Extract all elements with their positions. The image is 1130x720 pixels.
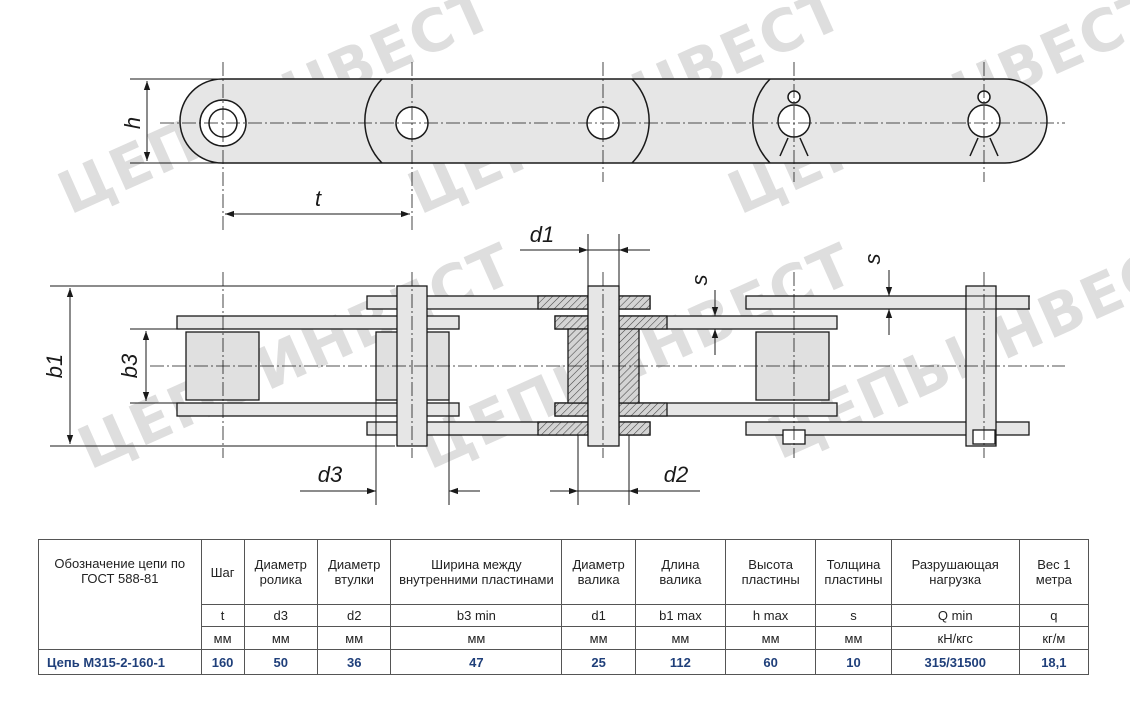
section-inner-plate-bottom-right (618, 402, 668, 417)
value-cell: 112 (634, 649, 727, 675)
header-bushing-diameter: Диаметр втулки (316, 539, 392, 605)
unit-cell: мм (634, 626, 727, 650)
section-outer-plate-bottom-right (618, 421, 651, 436)
header-plate-height: Высота пластины (725, 539, 817, 605)
side-view-dimensions (50, 234, 1030, 505)
value-cell: 25 (561, 649, 636, 675)
symbol-row: t d3 d2 b3 min d1 b1 max h max s Q min q (39, 604, 1090, 627)
value-cell: 60 (725, 649, 817, 675)
value-cell: 36 (316, 649, 392, 675)
top-view-centerlines (160, 62, 1065, 232)
dim-label-d2: d2 (664, 462, 688, 487)
header-chain-designation: Обозначение цепи по ГОСТ 588-81 (38, 539, 202, 650)
dim-label-d3: d3 (318, 462, 343, 487)
header-row: Обозначение цепи по ГОСТ 588-81 Шаг Диам… (38, 539, 1090, 650)
section-outer-plate-top-left (537, 295, 589, 310)
unit-cell: мм (200, 626, 245, 650)
cotter-pin-legs-2 (969, 137, 999, 157)
header-inner-width: Ширина между внутренними пластинами (390, 539, 563, 605)
section-inner-plate-top-left (554, 315, 589, 330)
dim-label-b1: b1 (42, 354, 67, 378)
header-pitch: Шаг (200, 539, 245, 605)
value-cell: 18,1 (1018, 649, 1090, 675)
symbol-cell: d1 (561, 604, 636, 627)
symbol-cell: b3 min (390, 604, 563, 627)
symbol-cell: h max (725, 604, 817, 627)
side-view-centerlines (150, 272, 1065, 458)
header-plate-thickness: Толщина пластины (815, 539, 892, 605)
header-weight: Вес 1 метра (1018, 539, 1090, 605)
section-outer-plate-bottom-left (537, 421, 589, 436)
symbol-cell: q (1018, 604, 1090, 627)
header-breaking-load: Разрушающая нагрузка (890, 539, 1020, 605)
spec-table: Обозначение цепи по ГОСТ 588-81 Шаг Диам… (38, 539, 1090, 675)
dim-label-b3: b3 (117, 353, 142, 378)
symbol-cell: b1 max (634, 604, 727, 627)
cotter-pin-legs-1 (779, 137, 809, 157)
inner-plate-top-left (176, 315, 460, 330)
inner-plate-bottom-left (176, 402, 460, 417)
symbol-cell: Q min (890, 604, 1020, 627)
table-row: Цепь М315-2-160-1 160 50 36 47 25 112 60… (38, 649, 1090, 675)
value-cell: 10 (815, 649, 892, 675)
unit-cell: мм (561, 626, 636, 650)
plate-overlap-arc-1 (364, 78, 383, 164)
plate-overlap-arc-2 (631, 78, 650, 164)
section-inner-plate-top-right (618, 315, 668, 330)
unit-cell: мм (316, 626, 392, 650)
top-view (179, 78, 1048, 164)
symbol-cell: d3 (243, 604, 319, 627)
outer-plate-bottom-right (745, 421, 1030, 436)
chain-drawing: ЦЕПЬИНВЕСТ ЦЕПЬИНВЕСТ ЦЕПЬИНВЕСТ ЦЕПЬИНВ… (42, 0, 1130, 505)
dim-label-h: h (120, 117, 145, 129)
value-cell: 315/31500 (890, 649, 1020, 675)
section-inner-plate-bottom-left (554, 402, 589, 417)
unit-cell: кН/кгс (890, 626, 1020, 650)
unit-row: мм мм мм мм мм мм мм мм кН/кгс кг/м (39, 626, 1090, 650)
unit-cell: мм (243, 626, 319, 650)
unit-cell: мм (390, 626, 563, 650)
unit-cell: мм (815, 626, 892, 650)
symbol-cell: d2 (316, 604, 392, 627)
header-pin-diameter: Диаметр валика (561, 539, 636, 605)
symbol-cell: t (200, 604, 245, 627)
dim-label-s-outer: s (860, 254, 885, 265)
value-cell: 50 (243, 649, 319, 675)
plate-overlap-arc-3 (752, 78, 771, 164)
header-roller-diameter: Диаметр ролика (243, 539, 319, 605)
dim-label-t: t (315, 186, 322, 211)
chain-name-cell: Цепь М315-2-160-1 (38, 649, 202, 675)
symbol-cell: s (815, 604, 892, 627)
section-outer-plate-top-right (618, 295, 651, 310)
unit-cell: кг/м (1018, 626, 1090, 650)
top-view-dimensions (130, 78, 410, 218)
value-cell: 160 (200, 649, 245, 675)
dim-label-d1: d1 (530, 222, 554, 247)
value-cell: 47 (390, 649, 563, 675)
header-pin-length: Длина валика (634, 539, 727, 605)
unit-cell: мм (725, 626, 817, 650)
dim-label-s-inner: s (687, 275, 712, 286)
